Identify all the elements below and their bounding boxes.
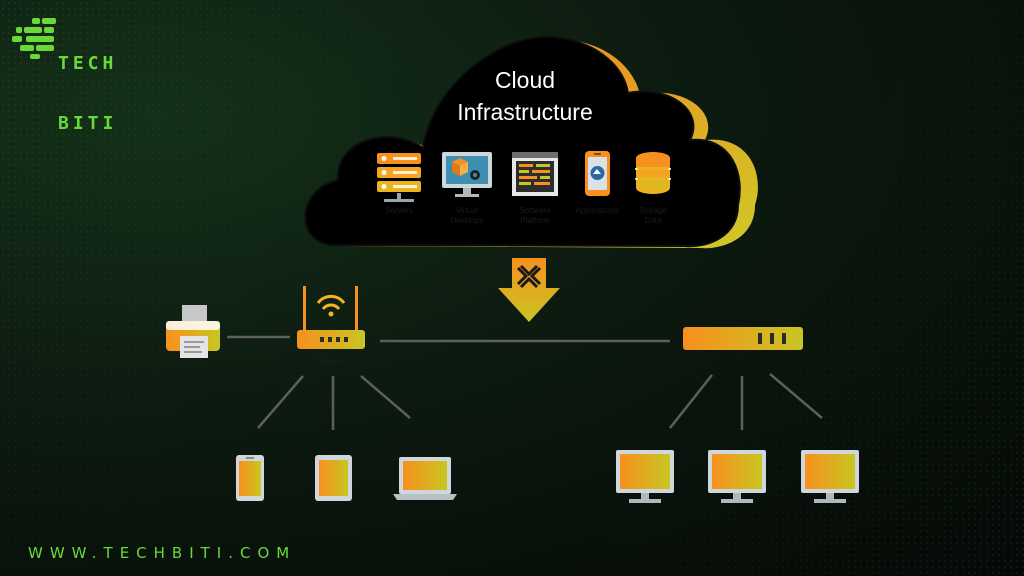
- logo-line1: TECH: [58, 53, 118, 74]
- service-label-virtual-desktops: Virtual Desktops: [432, 206, 502, 226]
- server-stack-icon: [377, 153, 421, 202]
- service-label-line1: Servers: [385, 206, 413, 215]
- down-arrow-icon: [498, 258, 560, 322]
- service-label-line1: Applications: [575, 206, 619, 215]
- service-label-line2: Data: [644, 216, 662, 225]
- cloud-title: Cloud Infrastructure: [420, 64, 630, 128]
- network-switch-icon: [683, 327, 803, 350]
- virtual-desktop-icon: [442, 152, 492, 197]
- service-label-applications: Applications: [562, 206, 632, 216]
- techbiti-logo-icon: [12, 18, 56, 59]
- monitor-icon-2: [708, 450, 766, 503]
- laptop-icon: [393, 457, 457, 500]
- logo-line2: BITI: [58, 113, 118, 134]
- footer-url: WWW.TECHBITI.COM: [28, 544, 297, 562]
- service-label-line1: Storage: [638, 206, 668, 215]
- application-phone-icon: [585, 151, 610, 196]
- monitor-icon-1: [616, 450, 674, 503]
- router-label: Router: [318, 357, 343, 366]
- logo-wordmark: TECH BITI: [58, 14, 117, 154]
- service-label-servers: Servers: [364, 206, 434, 216]
- database-icon: [635, 152, 671, 194]
- cloud-title-line2: Infrastructure: [457, 99, 593, 125]
- monitor-icon-3: [801, 450, 859, 503]
- phone-icon: [236, 455, 264, 501]
- service-label-line2: Desktops: [450, 216, 484, 225]
- software-platform-icon: [512, 152, 558, 196]
- cloud-title-line1: Cloud: [494, 67, 556, 93]
- router-icon: [297, 286, 365, 349]
- service-label-line2: Platform: [520, 216, 550, 225]
- tablet-icon: [315, 455, 352, 501]
- service-label-software-platform: Software Platform: [500, 206, 570, 226]
- service-label-storage-data: Storage Data: [618, 206, 688, 226]
- connection-lines: [227, 335, 823, 430]
- cloud-shape: [304, 35, 741, 248]
- service-label-line1: Software: [519, 206, 551, 215]
- service-label-line1: Virtual: [455, 206, 479, 215]
- printer-icon: [166, 305, 220, 358]
